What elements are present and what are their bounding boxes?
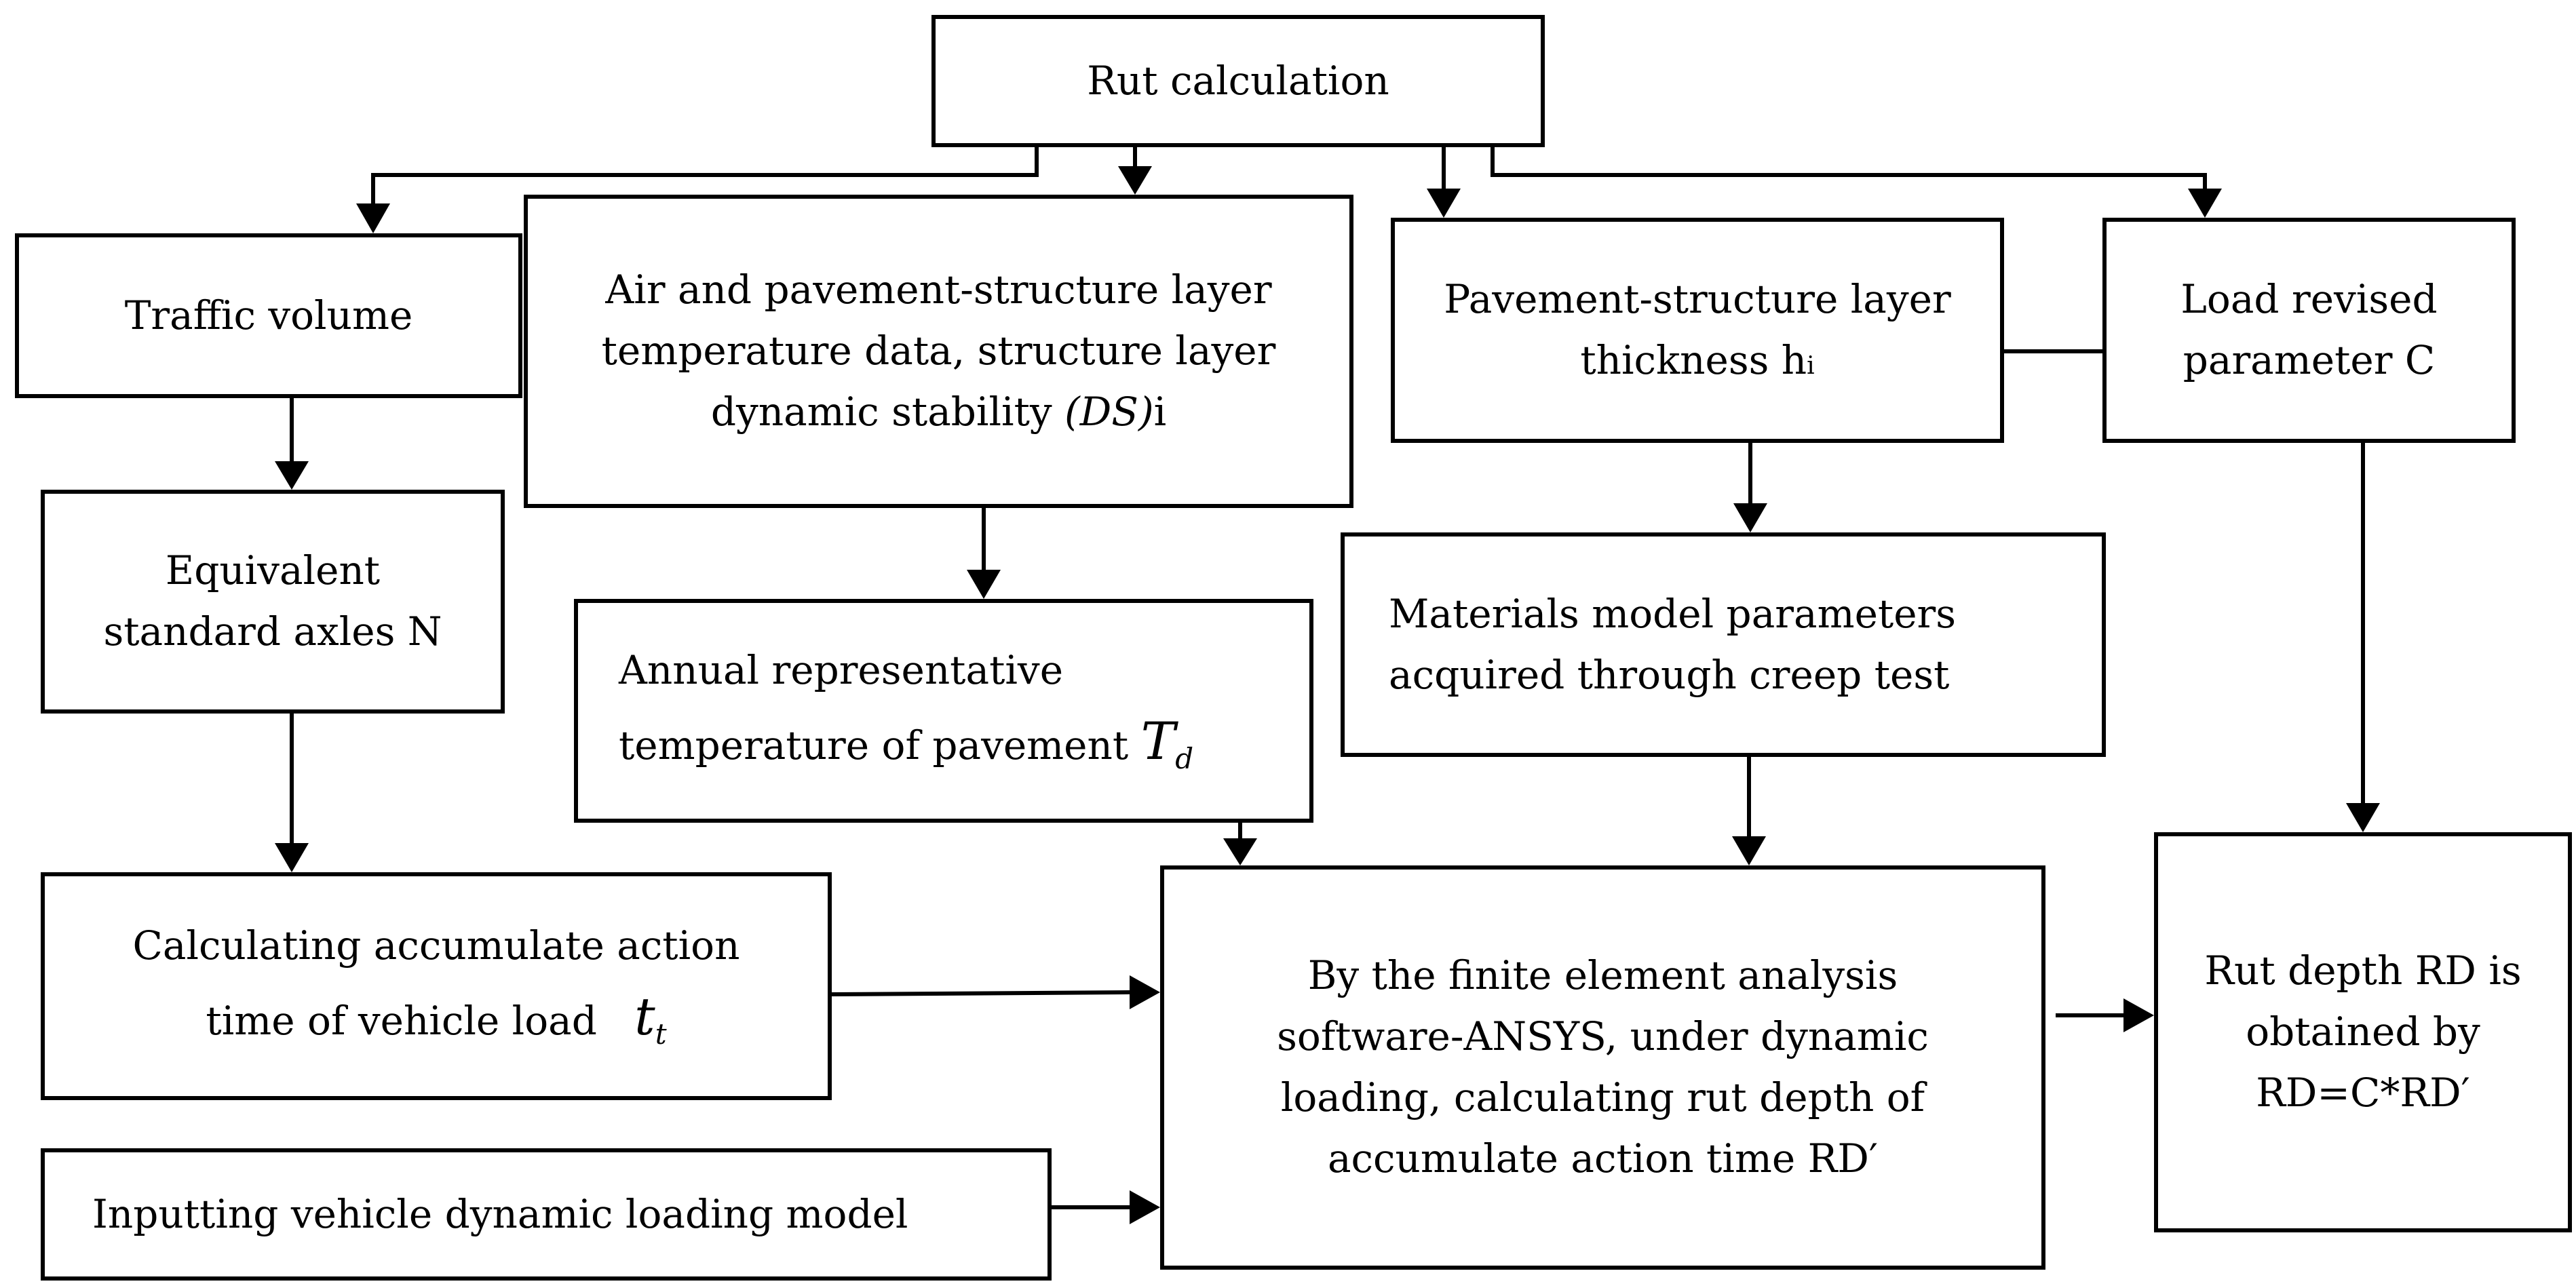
node-temperature-data: Air and pavement-structure layer tempera… (524, 195, 1353, 508)
node-action-time-line-2: time of vehicle load tt (65, 977, 807, 1057)
node-load-revised-parameter: Load revised parameter C (2102, 218, 2516, 443)
arrow-rut-to-thickness-head (1427, 189, 1461, 218)
node-action-time-t-subscript: t (655, 1017, 667, 1051)
arrow-rut-to-load (1491, 147, 2207, 189)
node-load-param-line-2: parameter C (2183, 337, 2436, 383)
node-dynamic-loading-text: Inputting vehicle dynamic loading model (92, 1190, 908, 1237)
node-action-time-line-1: Calculating accumulate action (132, 922, 740, 969)
node-layer-thickness-line-2: thickness hi (1415, 330, 1980, 391)
node-rut-calculation-text: Rut calculation (1087, 57, 1389, 104)
node-esa-line-2: standard axles N (103, 608, 442, 655)
node-layer-thickness-subscript: i (1807, 352, 1815, 380)
node-action-time-line-2-prefix: time of vehicle load (206, 998, 635, 1045)
arrow-annual-to-fem-head (1223, 838, 1257, 865)
arrow-rut-to-load-head (2188, 189, 2222, 218)
node-materials-line-1: Materials model parameters (1389, 590, 1957, 637)
node-rd-line-2: obtained by (2246, 1009, 2480, 1055)
arrow-esa-to-calc-head (275, 843, 309, 872)
node-layer-thickness-line-1: Pavement-structure layer (1444, 276, 1951, 323)
node-rd-line-3: RD=C*RD′ (2256, 1069, 2470, 1116)
arrow-calc-to-fem-head (1130, 975, 1160, 1009)
node-annual-td-subscript: d (1175, 742, 1194, 776)
node-rd-line-1: Rut depth RD is (2204, 948, 2522, 994)
node-layer-thickness: Pavement-structure layer thickness hi (1391, 218, 2004, 443)
node-temperature-line-3: dynamic stability (DS)i (548, 382, 1329, 443)
node-dynamic-loading-model: Inputting vehicle dynamic loading model (41, 1148, 1052, 1281)
node-annual-line-1: Annual representative (619, 647, 1064, 694)
node-traffic-volume: Traffic volume (15, 233, 522, 398)
arrow-temperature-to-annual-head (967, 570, 1001, 599)
node-temperature-line-2: temperature data, structure layer (601, 328, 1276, 374)
node-annual-line-2: temperature of pavement Td (619, 701, 1289, 781)
node-layer-thickness-line-2-prefix: thickness h (1580, 337, 1807, 383)
node-rut-calculation: Rut calculation (931, 15, 1545, 147)
arrow-thickness-to-materials-head (1733, 503, 1767, 532)
node-fem-line-2: software-ANSYS, under dynamic (1277, 1013, 1929, 1060)
arrow-calc-to-fem (831, 990, 1130, 996)
node-temperature-line-1: Air and pavement-structure layer (605, 267, 1272, 313)
node-fem-line-3: loading, calculating rut depth of (1280, 1074, 1925, 1120)
node-fem-analysis: By the finite element analysis software-… (1160, 865, 2045, 1270)
arrow-traffic-to-esa-head (275, 461, 309, 490)
node-temperature-ds-subscript: i (1153, 388, 1167, 435)
arrow-rut-to-traffic (371, 147, 1039, 203)
node-accumulate-action-time: Calculating accumulate action time of ve… (41, 872, 832, 1100)
node-esa-line-1: Equivalent (165, 547, 381, 594)
arrow-fem-to-rd-head (2123, 998, 2154, 1032)
node-rut-depth-result: Rut depth RD is obtained by RD=C*RD′ (2154, 832, 2572, 1232)
node-temperature-ds-symbol: (DS) (1064, 388, 1154, 435)
node-annual-temperature: Annual representative temperature of pav… (574, 599, 1313, 823)
node-equivalent-standard-axles: Equivalent standard axles N (41, 490, 505, 714)
node-materials-model-parameters: Materials model parameters acquired thro… (1341, 532, 2106, 757)
arrow-materials-to-fem-head (1732, 836, 1766, 865)
arrow-load-to-rd-head (2346, 803, 2380, 832)
arrow-input-to-fem-head (1130, 1190, 1160, 1224)
node-temperature-line-3-prefix: dynamic stability (710, 388, 1065, 435)
node-annual-line-2-prefix: temperature of pavement (619, 722, 1141, 769)
node-fem-line-1: By the finite element analysis (1307, 952, 1898, 999)
arrow-rut-to-temperature-head (1118, 166, 1152, 195)
node-annual-td-symbol: T (1140, 711, 1176, 772)
node-traffic-volume-text: Traffic volume (124, 292, 413, 338)
node-materials-line-2: acquired through creep test (1389, 651, 1950, 698)
arrow-rut-to-traffic-head (356, 203, 390, 233)
node-fem-line-4: accumulate action time RD′ (1327, 1135, 1879, 1182)
node-load-param-line-1: Load revised (2180, 276, 2438, 323)
node-action-time-t-symbol: t (634, 986, 655, 1047)
